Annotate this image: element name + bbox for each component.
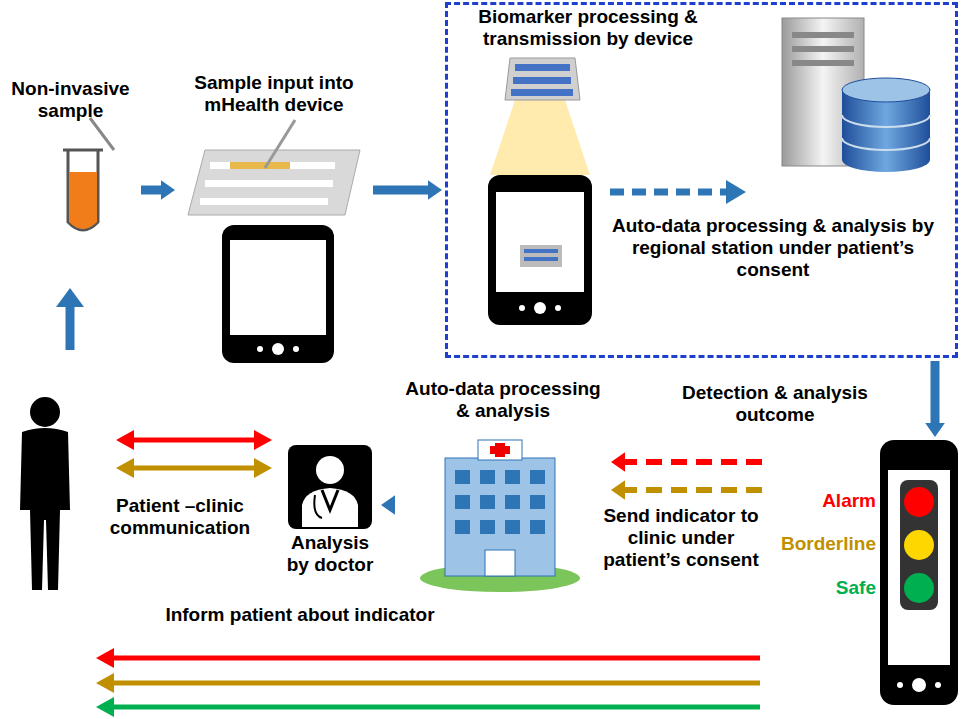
arrowhead [611, 452, 625, 472]
window [505, 470, 520, 484]
indicator-phone-node: AlarmBorderlineSafe [765, 440, 958, 708]
server-database [782, 18, 930, 172]
doctor-icon [288, 445, 372, 529]
window [480, 520, 495, 534]
arrowhead [428, 180, 442, 200]
window [455, 495, 470, 509]
window [455, 470, 470, 484]
node-text: Non-invasive sample [3, 78, 138, 122]
node-text: Analysis by doctor [282, 532, 378, 576]
window [505, 495, 520, 509]
node-text: Auto-data processing & analysis by regio… [597, 215, 949, 281]
connector-arrow [611, 452, 762, 472]
dashed-transmission-arrow [610, 180, 746, 204]
edge-label: Detection & analysis outcome [640, 382, 910, 426]
device-node: Sample input into mHealth device [178, 72, 370, 364]
annotation-label: Inform patient about indicator [130, 604, 470, 626]
connector-arrow [373, 180, 442, 200]
connector-line [623, 459, 762, 465]
hospital-building [420, 440, 580, 592]
window [480, 495, 495, 509]
window [530, 495, 545, 509]
smartphone-reader [488, 58, 592, 325]
sample-node: Non-invasive sample [3, 78, 138, 238]
connector-line [931, 361, 940, 425]
arrowhead [925, 423, 945, 437]
inform-patient-arrows [96, 648, 760, 717]
window [530, 470, 545, 484]
node-text: Safe [765, 577, 876, 599]
window [480, 470, 495, 484]
arrowhead [381, 495, 395, 515]
connector-line [623, 487, 762, 493]
connector-line [373, 186, 430, 195]
patient-to-sample-arrow [56, 288, 84, 350]
node-text: Alarm [765, 490, 876, 512]
mhealth-device [188, 120, 360, 363]
connector-arrow [611, 480, 762, 500]
regional-station-panel: Biomarker processing & transmission by d… [445, 2, 958, 358]
traffic-light-phone [880, 440, 958, 705]
connector-arrow [141, 180, 175, 200]
node-text: Auto-data processing & analysis [398, 378, 608, 422]
test-tube [63, 118, 114, 230]
node-text: Sample input into mHealth device [178, 72, 370, 116]
patient-silhouette [20, 397, 70, 590]
window [455, 520, 470, 534]
doctor-node: Analysis by doctor [282, 440, 378, 600]
patient-clinic-arrows [116, 430, 272, 478]
annotation-label: Patient –clinic communication [80, 495, 280, 539]
node-text: Biomarker processing & transmission by d… [453, 6, 723, 50]
arrowhead [611, 480, 625, 500]
window [505, 520, 520, 534]
connector-arrow [925, 361, 945, 437]
arrowhead [161, 180, 175, 200]
hospital-node: Auto-data processing & analysis [398, 378, 608, 600]
edge-label: Send indicator to clinic under patient’s… [595, 505, 767, 571]
window [530, 520, 545, 534]
connector-arrow [381, 495, 395, 515]
connector-line [141, 186, 163, 195]
node-text: Borderline [765, 533, 876, 555]
